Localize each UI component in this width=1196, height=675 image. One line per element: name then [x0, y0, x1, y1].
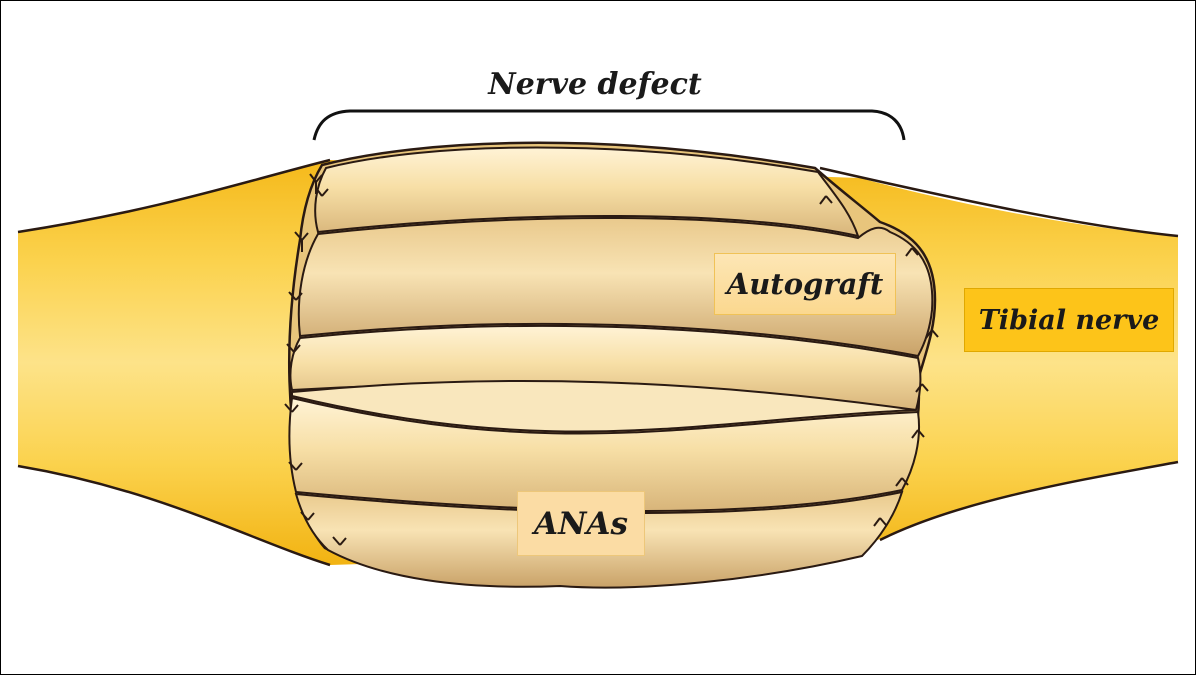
anas-label: ANAs	[517, 491, 645, 556]
tibial-nerve-label: Tibial nerve	[964, 288, 1174, 352]
autograft-label: Autograft	[714, 253, 896, 315]
nerve-defect-bracket	[314, 111, 904, 140]
nerve-defect-label: Nerve defect	[430, 62, 760, 106]
